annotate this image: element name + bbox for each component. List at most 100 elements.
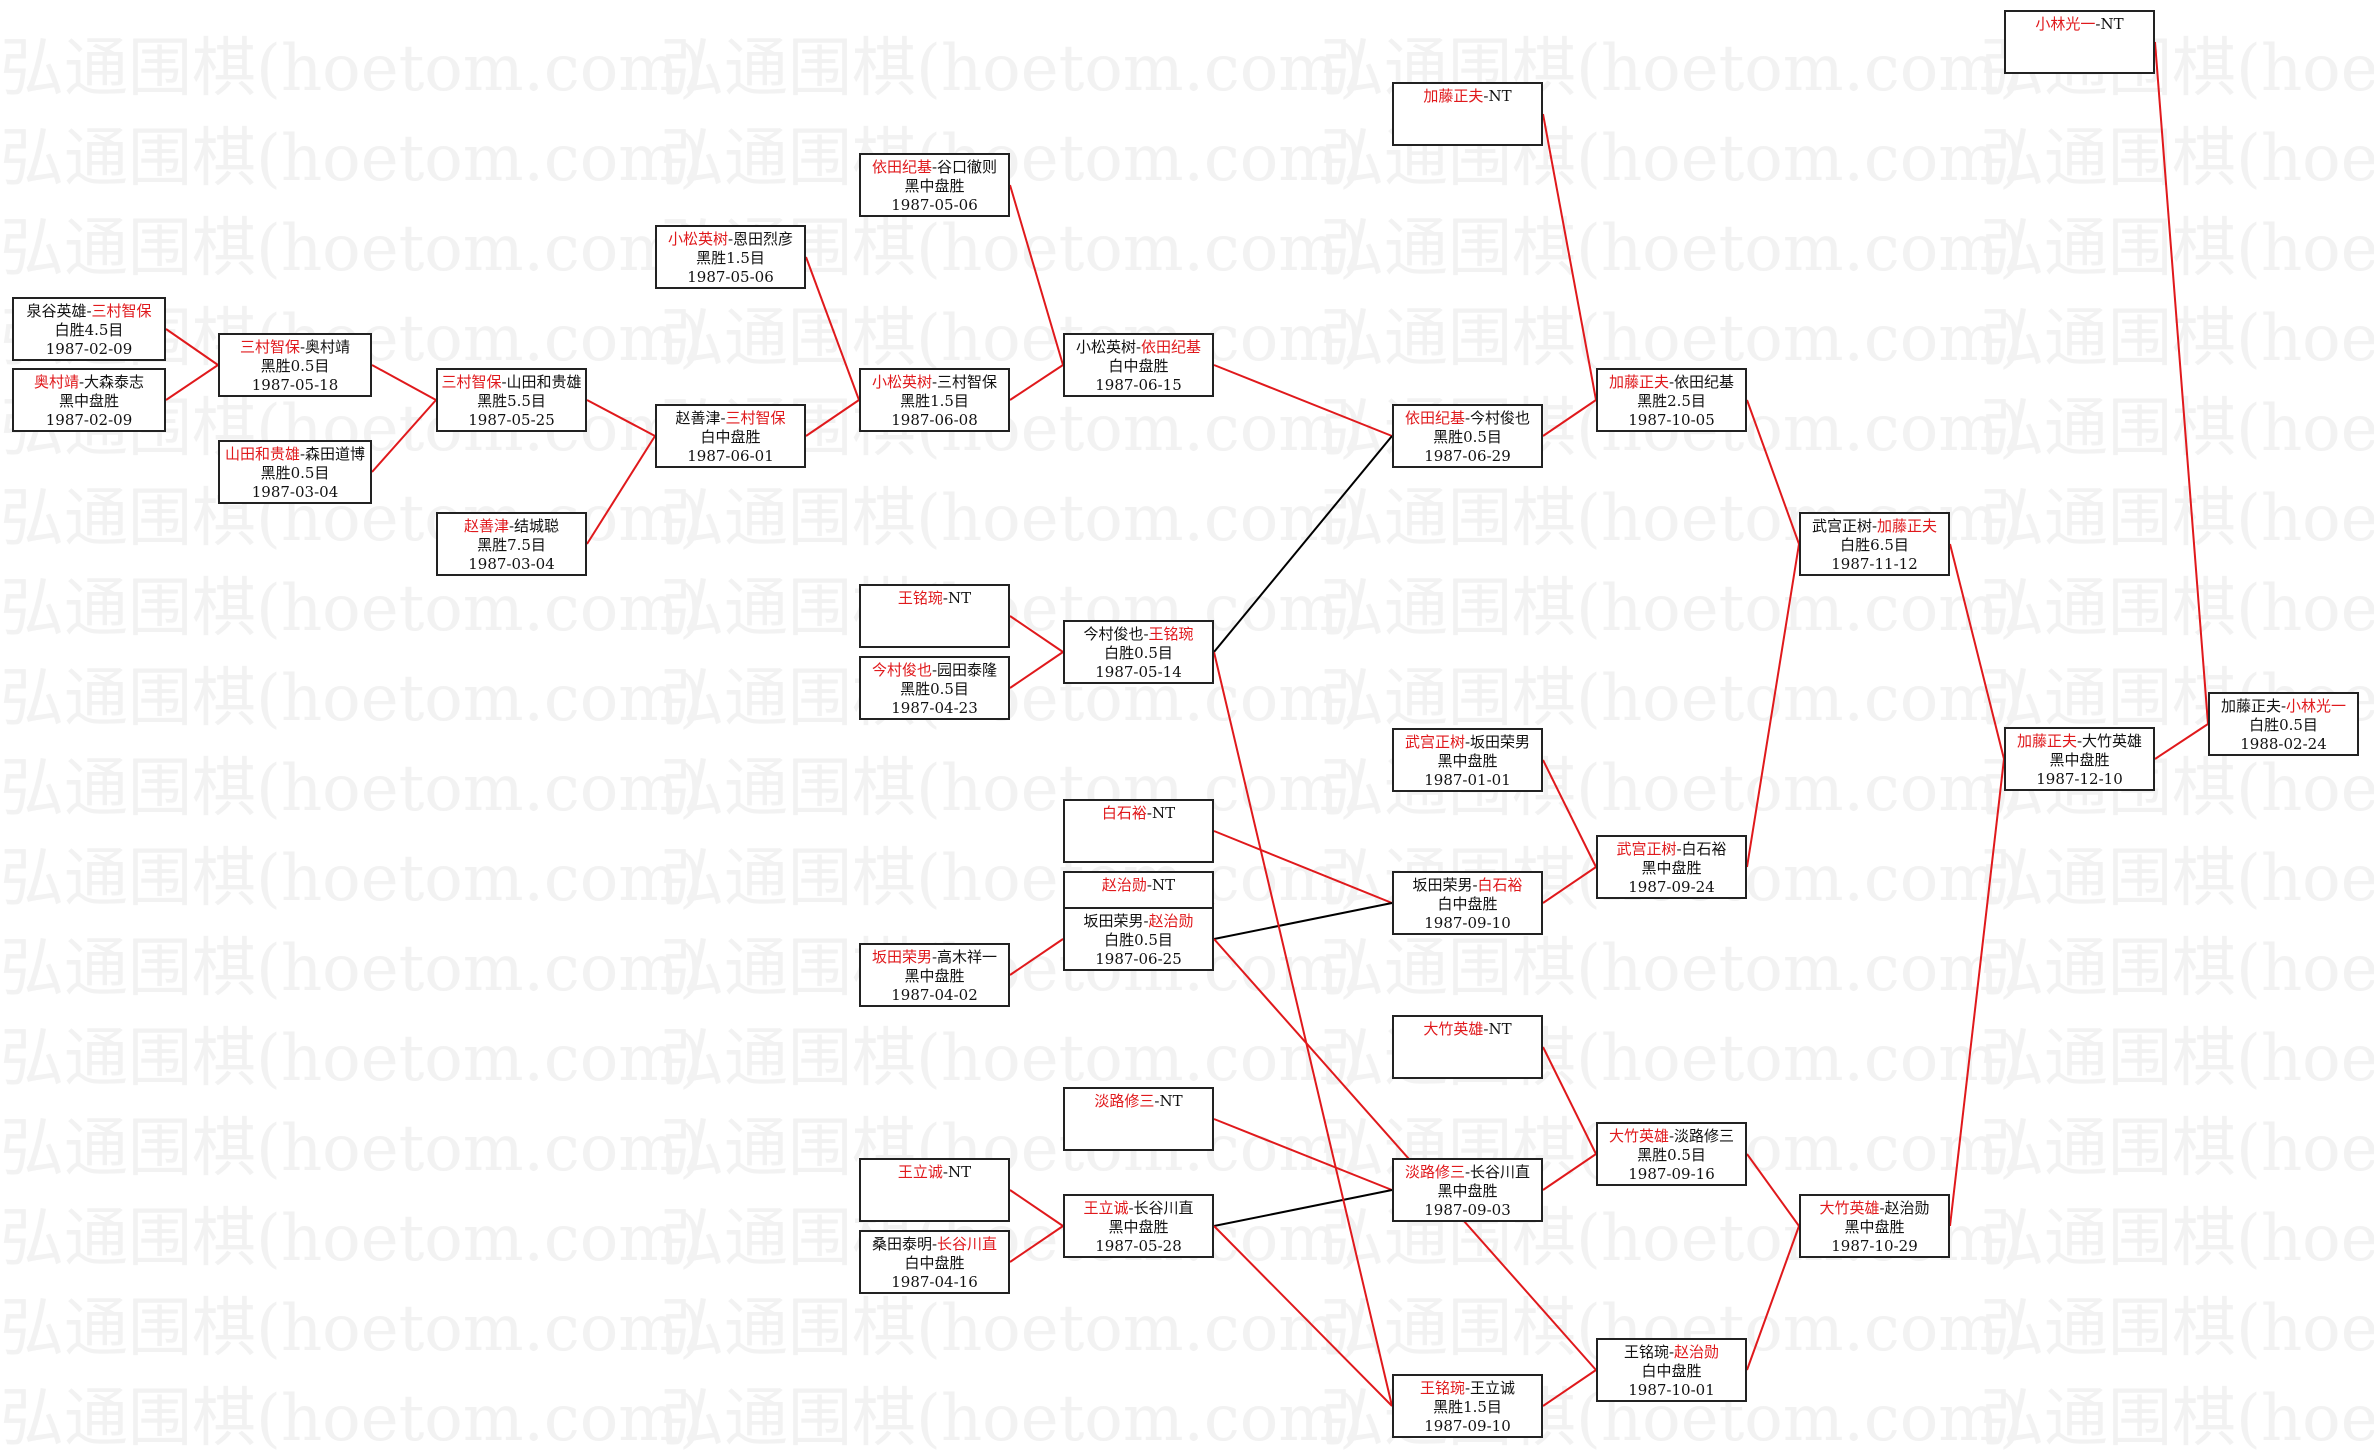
watermark-text: 弘通围棋(hoetom.com) — [1980, 482, 2374, 556]
game-result: 黑胜0.5目 — [260, 357, 330, 375]
player-separator: - — [1472, 876, 1478, 894]
bracket-line — [805, 399, 860, 437]
game-date: 1987-09-24 — [1628, 878, 1715, 896]
player-black: 三村智保 — [441, 373, 502, 391]
game-players: 大竹英雄-NT — [1394, 1020, 1541, 1039]
player-separator: - — [727, 230, 734, 248]
player-black: 山田和贵雄 — [224, 445, 300, 463]
player-separator: - — [1154, 1092, 1160, 1110]
bracket-line — [1213, 364, 1393, 437]
game-date: 1987-05-06 — [687, 268, 774, 286]
game-date: 1987-01-01 — [1424, 771, 1511, 789]
watermark-text: 弘通围棋(hoetom.com) — [1980, 212, 2374, 286]
player-separator: - — [2076, 732, 2083, 750]
bracket-line — [1542, 1153, 1597, 1191]
player-separator: - — [931, 661, 938, 679]
game-players: 赵治勋-NT — [1065, 876, 1212, 895]
game-result: 黑中盘胜 — [58, 392, 119, 410]
game-box: 王铭琬-NT — [859, 584, 1010, 648]
player-separator: - — [1668, 373, 1675, 391]
bracket-line — [1009, 938, 1064, 976]
watermark-text: 弘通围棋(hoetom.com) — [660, 1112, 1364, 1186]
player-black: 白石裕 — [1101, 804, 1147, 822]
watermark-text: 弘通围棋(hoetom.com) — [1980, 1292, 2374, 1366]
player-black: 加藤正夫 — [1608, 373, 1669, 391]
game-players: 大竹英雄-淡路修三 — [1598, 1127, 1745, 1146]
player-black: 王铭琬 — [1419, 1379, 1465, 1397]
game-players: 武宫正树-白石裕 — [1598, 840, 1745, 859]
game-players: 小松英树-依田纪基 — [1065, 338, 1212, 357]
watermark-text: 弘通围棋(hoetom.com) — [660, 1022, 1364, 1096]
player-separator: - — [1128, 1199, 1134, 1217]
watermark-text: 弘通围棋(hoetom.com) — [660, 1202, 1364, 1276]
player-black: 赵治勋 — [1101, 876, 1147, 894]
bracket-line — [1213, 1225, 1393, 1407]
game-result: 白胜0.5目 — [2249, 716, 2318, 734]
player-separator: - — [2095, 15, 2101, 33]
player-separator: - — [1143, 912, 1149, 930]
game-players: 淡路修三-NT — [1065, 1092, 1212, 1111]
player-separator: - — [1483, 87, 1489, 105]
player-black: 王铭琬 — [1623, 1343, 1669, 1361]
player-separator: - — [931, 1235, 938, 1253]
game-date: 1987-06-29 — [1424, 447, 1511, 465]
player-white: 淡路修三 — [1674, 1127, 1735, 1145]
game-players: 小松英树-恩田烈彦 — [657, 230, 804, 249]
watermark-text: 弘通围棋(hoetom.com) — [0, 212, 704, 286]
game-date: 1987-05-25 — [468, 411, 555, 429]
game-date: 1987-06-01 — [687, 447, 774, 465]
game-players: 加藤正夫-大竹英雄 — [2006, 732, 2153, 751]
game-result: 黑胜2.5目 — [1637, 392, 1706, 410]
game-date: 1987-06-08 — [891, 411, 978, 429]
player-separator: - — [942, 589, 948, 607]
game-result: 黑胜0.5目 — [260, 464, 330, 482]
game-players: 赵善津-三村智保 — [657, 409, 804, 428]
game-players: 三村智保-山田和贵雄 — [438, 373, 585, 392]
game-date: 1987-05-14 — [1095, 663, 1182, 681]
watermark-text: 弘通围棋(hoetom.com) — [660, 302, 1364, 376]
game-result: 白中盘胜 — [700, 428, 761, 446]
bracket-line — [165, 328, 219, 366]
watermark-text: 弘通围棋(hoetom.com) — [660, 122, 1364, 196]
bracket-line — [2154, 723, 2209, 760]
bracket-line — [1213, 435, 1393, 653]
game-result: 黑胜5.5目 — [477, 392, 546, 410]
game-result: 黑中盘胜 — [1844, 1218, 1905, 1236]
player-separator: - — [1146, 804, 1152, 822]
watermark-text: 弘通围棋(hoetom.com) — [0, 572, 704, 646]
player-black: 依田纪基 — [1404, 409, 1465, 427]
player-black: 泉谷英雄 — [26, 302, 87, 320]
watermark-text: 弘通围棋(hoetom.com) — [1980, 1112, 2374, 1186]
player-separator: - — [299, 338, 306, 356]
player-black: 小松英树 — [667, 230, 728, 248]
bracket-line — [1542, 1369, 1597, 1407]
watermark-text: 弘通围棋(hoetom.com) — [0, 122, 704, 196]
watermark-text: 弘通围棋(hoetom.com) — [660, 1292, 1364, 1366]
game-result: 白中盘胜 — [1641, 1362, 1702, 1380]
player-separator: - — [86, 302, 92, 320]
game-players: 依田纪基-今村俊也 — [1394, 409, 1541, 428]
game-result: 白胜0.5目 — [1104, 644, 1173, 662]
player-separator: - — [942, 1163, 948, 1181]
player-separator: - — [1464, 1163, 1471, 1181]
player-black: 王立诚 — [1083, 1199, 1129, 1217]
player-black: 小松英树 — [1075, 338, 1136, 356]
player-white: NT — [1488, 1020, 1512, 1038]
game-box: 小林光一-NT — [2004, 10, 2155, 74]
bracket-line — [1213, 1118, 1393, 1191]
player-white: 大竹英雄 — [2082, 732, 2143, 750]
player-black: 小松英树 — [871, 373, 932, 391]
player-white: NT — [947, 589, 972, 607]
player-black: 坂田荣男 — [1412, 876, 1473, 894]
watermark-text: 弘通围棋(hoetom.com) — [1320, 212, 2024, 286]
player-black: 赵善津 — [463, 517, 509, 535]
bracket-line — [1746, 1225, 1800, 1371]
